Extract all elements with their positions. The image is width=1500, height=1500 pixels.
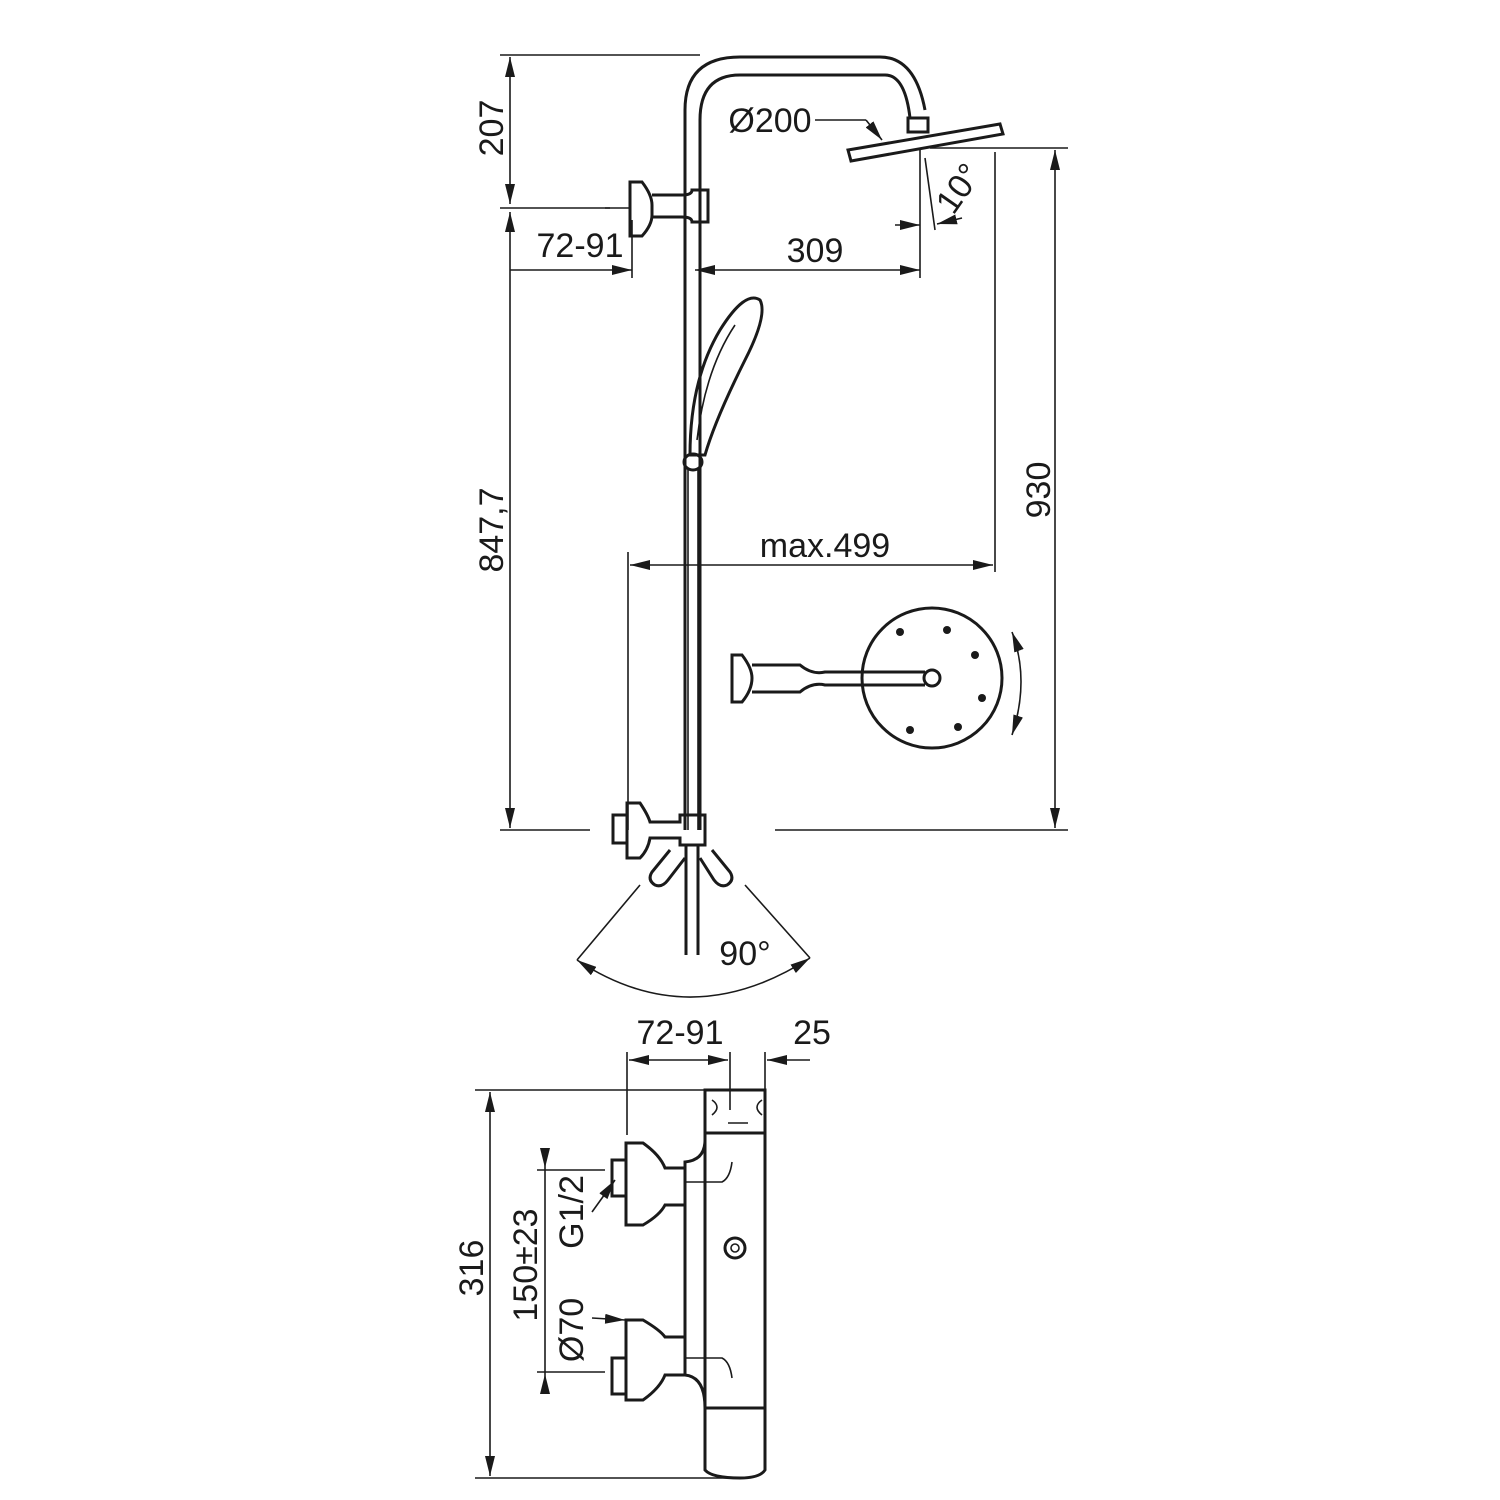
label-207: 207: [473, 100, 511, 157]
top-wall-bracket: [605, 180, 710, 238]
overhead-shower-head: Ø200 10°: [728, 102, 1005, 231]
mount-holes: [896, 626, 986, 734]
rotation-arrow-icon: [1011, 631, 1024, 736]
bottom-mixer-side-view: 90°: [576, 801, 811, 998]
label-diameter-200: Ø200: [728, 102, 811, 140]
rotating-wall-mount-detail: [730, 606, 1024, 750]
label-150-23: 150±23: [507, 1208, 545, 1321]
lower-inlet-flange: [610, 1318, 687, 1402]
label-g1-2: G1/2: [553, 1175, 591, 1249]
dimension-847-7: 847,7: [473, 212, 515, 828]
label-25: 25: [793, 1014, 831, 1052]
label-847-7: 847,7: [473, 487, 511, 572]
label-max-499: max.499: [760, 527, 890, 565]
dimension-max-499: max.499: [627, 152, 996, 830]
dimension-316: 316: [453, 1089, 765, 1479]
label-diameter-70: Ø70: [553, 1298, 591, 1362]
label-72-91-bottom: 72-91: [637, 1014, 724, 1052]
label-72-91-top: 72-91: [537, 227, 624, 265]
riser-pipe: [683, 55, 930, 830]
dimension-930: 930: [500, 147, 1068, 831]
dimension-horizontal-top: 72-91 309: [510, 150, 921, 278]
dimension-207: 207: [473, 54, 700, 209]
label-309: 309: [787, 232, 844, 270]
upper-inlet-flange: [610, 1141, 687, 1227]
label-316: 316: [453, 1240, 491, 1297]
thermostat-body: G1/2 Ø70: [553, 1088, 767, 1480]
shower-hose: [687, 470, 699, 830]
dimension-150-23: 150±23: [507, 1148, 605, 1394]
label-10-degrees: 10°: [929, 157, 990, 221]
label-90-degrees: 90°: [719, 935, 770, 973]
dimension-bottom-horizontal: 72-91 25: [626, 1014, 831, 1135]
hand-shower: [682, 296, 764, 472]
label-930: 930: [1020, 462, 1058, 519]
